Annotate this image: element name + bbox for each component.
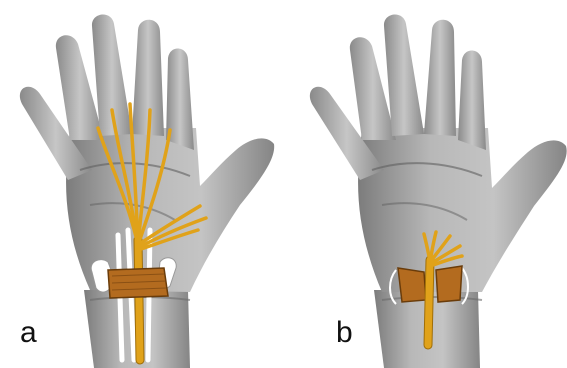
panel-b-ligament-left-half <box>398 268 426 302</box>
panel-b-little-finger <box>458 50 486 150</box>
panel-b-hand <box>310 14 567 368</box>
panel-b-ligament-right-half <box>436 266 462 302</box>
panel-a-label: a <box>20 318 37 348</box>
panel-b-label: b <box>336 318 353 348</box>
panel-b-ring-finger <box>424 20 456 136</box>
